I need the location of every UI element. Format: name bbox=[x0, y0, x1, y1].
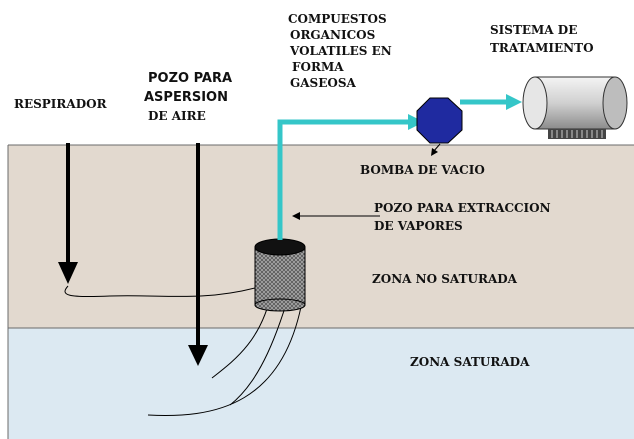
cylinder-tank-icon bbox=[522, 76, 628, 139]
label-pozo-aspersion-2: ASPERSION bbox=[144, 90, 228, 105]
mesh-cylinder-well-icon bbox=[254, 238, 306, 312]
extraction-well-pointer bbox=[292, 212, 380, 220]
label-zona-no-saturada: ZONA NO SATURADA bbox=[372, 272, 518, 286]
label-pozo-aspersion-3: DE AIRE bbox=[148, 109, 206, 123]
label-sistema-2: TRATAMIENTO bbox=[490, 41, 594, 55]
label-compuestos-5: GASEOSA bbox=[290, 76, 356, 90]
label-pozo-extraccion-1: POZO PARA EXTRACCION bbox=[374, 201, 551, 215]
label-sistema-1: SISTEMA DE bbox=[490, 23, 577, 37]
diagram-labels: RESPIRADOR POZO PARA ASPERSION DE AIRE C… bbox=[14, 12, 594, 369]
label-pozo-aspersion-1: POZO PARA bbox=[148, 71, 232, 86]
label-compuestos-3: VOLATILES EN bbox=[289, 44, 392, 58]
saturated-water-zone bbox=[8, 328, 634, 439]
label-compuestos-2: ORGANICOS bbox=[290, 28, 375, 42]
label-compuestos-1: COMPUESTOS bbox=[288, 12, 387, 26]
label-bomba: BOMBA DE VACIO bbox=[360, 163, 485, 177]
unsaturated-soil-zone bbox=[8, 145, 634, 328]
air-sparging-well-arrow bbox=[188, 143, 208, 366]
vapor-extraction-pipe bbox=[277, 99, 510, 240]
octagon-pump-icon bbox=[416, 97, 463, 156]
label-compuestos-4: FORMA bbox=[292, 60, 344, 74]
label-zona-saturada: ZONA SATURADA bbox=[410, 355, 530, 369]
label-pozo-extraccion-2: DE VAPORES bbox=[374, 219, 463, 233]
respirator-arrow bbox=[58, 143, 78, 284]
label-respirador: RESPIRADOR bbox=[14, 97, 108, 111]
